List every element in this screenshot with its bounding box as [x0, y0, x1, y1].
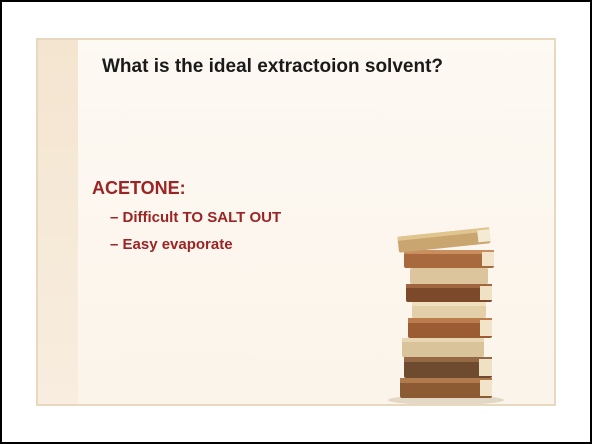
bullet-item-2: – Easy evaporate — [110, 236, 233, 253]
slide-body: ACETONE: – Difficult TO SALT OUT – Easy … — [92, 178, 281, 263]
slide: What is the ideal extractoion solvent? A… — [36, 38, 556, 406]
body-heading: ACETONE: — [92, 178, 186, 198]
slide-sidebar-decoration — [38, 40, 78, 404]
book-stack-image — [388, 227, 504, 404]
slide-title: What is the ideal extractoion solvent? — [102, 56, 444, 77]
bullet-item-1: – Difficult TO SALT OUT — [110, 209, 282, 226]
